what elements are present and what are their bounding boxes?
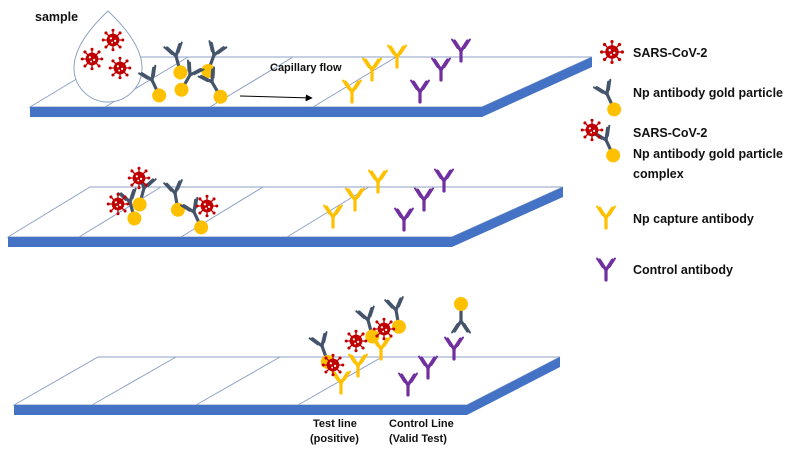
legend-virus-label: SARS-CoV-2 — [633, 46, 707, 60]
sample-droplet — [73, 10, 143, 103]
control-line-sublabel: (Valid Test) — [389, 433, 447, 445]
virus-icon — [101, 28, 125, 52]
strip-1: sample Capillary flow — [28, 10, 593, 117]
strip-2-front-edge — [8, 237, 452, 247]
control-antibody-icon — [445, 338, 463, 360]
test-line-sublabel: (positive) — [310, 433, 359, 445]
virus-icon — [80, 47, 104, 71]
gold-antibody-icon — [452, 297, 470, 333]
strip-1-side-edge — [482, 57, 592, 117]
strip-3: Test line (positive) Control Line (Valid… — [12, 297, 561, 445]
strip-3-top — [12, 356, 561, 406]
virus-icon — [106, 192, 130, 216]
virus-icon — [321, 353, 345, 377]
strip-2-side-edge — [452, 187, 563, 247]
np-antibody-gold-particle-icon — [594, 80, 625, 120]
sars-cov-2-icon — [580, 118, 604, 142]
np-capture-antibody-icon — [597, 207, 615, 229]
test-line-label: Test line — [313, 418, 357, 430]
legend-complex-label-2: Np antibody gold particle — [633, 147, 783, 161]
strip-3-side-edge — [467, 357, 560, 415]
virus-icon — [108, 56, 132, 80]
legend-complex-label-1: SARS-CoV-2 — [633, 126, 707, 140]
sars-cov-2-icon — [599, 39, 625, 65]
strip-1-front-edge — [30, 107, 482, 117]
legend-capture-label: Np capture antibody — [633, 212, 754, 226]
virus-icon — [127, 166, 151, 190]
virus-icon — [344, 329, 368, 353]
legend: SARS-CoV-2 Np antibody gold particle SAR… — [580, 39, 783, 281]
virus-icon — [372, 317, 396, 341]
legend-gold-label: Np antibody gold particle — [633, 86, 783, 100]
legend-complex-label-3: complex — [633, 167, 684, 181]
capillary-flow-label: Capillary flow — [270, 62, 342, 74]
control-line-label: Control Line — [389, 418, 454, 430]
sample-label: sample — [35, 10, 78, 24]
virus-icon — [195, 194, 219, 218]
strip-3-front-edge — [14, 405, 467, 415]
strip-2 — [6, 166, 564, 247]
legend-control-label: Control antibody — [633, 263, 733, 277]
flow-arrow — [239, 94, 313, 102]
control-antibody-icon — [597, 259, 615, 281]
